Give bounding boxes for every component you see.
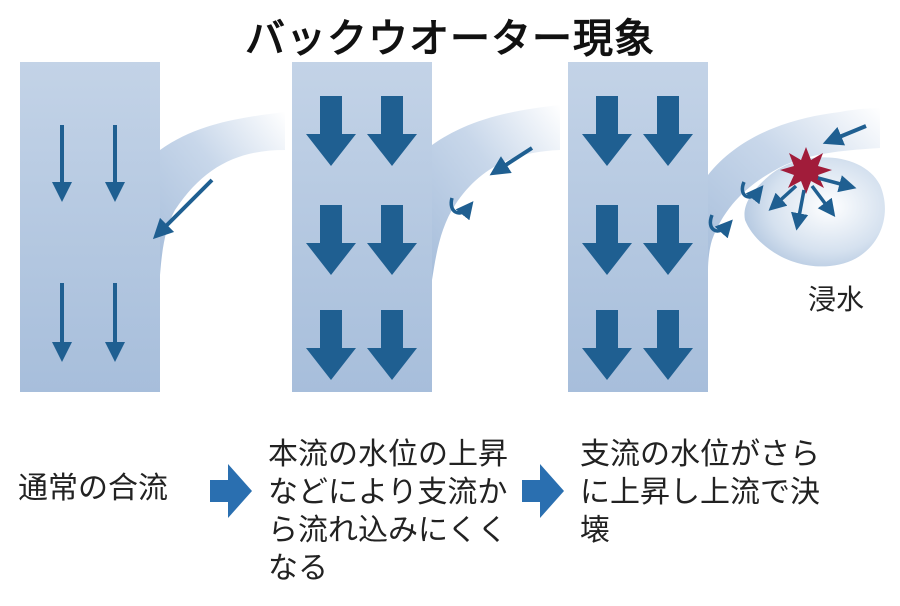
spread-arrow-icon <box>768 175 857 231</box>
tributary <box>160 112 285 275</box>
tributary <box>708 108 880 270</box>
diagram-title: バックウオーター現象 <box>245 16 655 62</box>
tributary-arrow-icon <box>822 124 867 146</box>
swirl-icon <box>449 197 474 221</box>
swirl-icon <box>740 181 764 205</box>
swirl-icon <box>708 214 733 239</box>
main-river <box>292 62 432 392</box>
main-river <box>568 62 708 392</box>
caption-normal: 通常の合流 <box>18 471 168 506</box>
caption-rising: 本流の水位の上昇などにより支流から流れ込みにくくなる <box>268 437 508 586</box>
flood-label: 浸水 <box>808 283 865 316</box>
transition-arrow-icon <box>210 464 252 518</box>
panel-breach <box>568 62 885 392</box>
caption-breach: 支流の水位がさらに上昇し上流で決壊 <box>580 437 820 548</box>
transition-arrow-icon <box>522 464 564 518</box>
tributary <box>432 105 560 280</box>
tributary-arrow-icon <box>489 146 534 176</box>
panel-normal <box>20 62 285 392</box>
main-river <box>20 62 160 392</box>
down-arrow-icon <box>306 96 417 380</box>
panel-rising <box>292 62 560 392</box>
burst-icon <box>780 147 832 194</box>
tributary-arrow-icon <box>152 178 214 240</box>
down-arrow-icon <box>582 96 693 380</box>
down-arrow-icon <box>52 125 125 362</box>
